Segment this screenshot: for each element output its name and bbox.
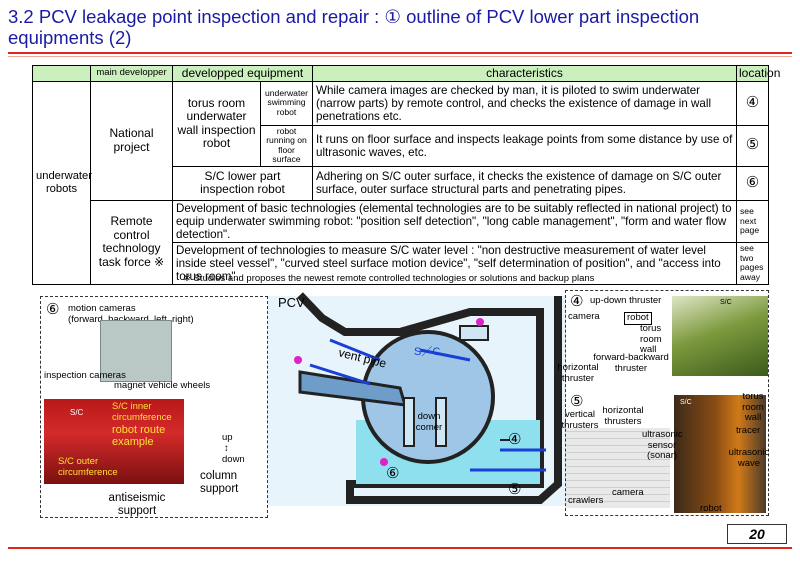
title-divider — [8, 52, 792, 54]
sc-tag-6: S/C — [70, 408, 84, 417]
column-support-label: column support — [200, 470, 239, 495]
blue-arrow-3 — [419, 348, 471, 362]
diagram-loc-6: ⑥ — [386, 465, 400, 482]
antiseismic-label: antiseismic support — [108, 492, 166, 517]
torus-robot-cell: torus room underwater wall inspection ro… — [172, 80, 261, 167]
floor-location: ⑤ — [736, 124, 769, 167]
sc-robot-cell: S/C lower part inspection robot — [172, 165, 313, 201]
vertical-thrusters-label: vertical thrusters — [561, 409, 599, 431]
magenta-marker-3 — [380, 458, 388, 466]
equipment-table: main developper developped equipment cha… — [32, 65, 780, 285]
sc-label: S／C — [414, 346, 441, 358]
swimming-characteristics: While camera images are checked by man, … — [312, 80, 737, 126]
panel4-robot-label: robot — [624, 312, 652, 325]
horizontal-thruster-label: horizontal thruster — [557, 362, 599, 384]
title-divider-thin — [8, 56, 792, 57]
magenta-marker-2 — [476, 318, 484, 326]
panel5-camera-label: camera — [612, 487, 644, 498]
updown-arrow: ↕ — [224, 443, 229, 454]
diagram-loc-5: ⑤ — [508, 481, 522, 498]
panel5-number: ⑤ — [570, 393, 584, 410]
task-force-row-2: Development of technologies to measure S… — [172, 241, 737, 285]
down-label: down — [222, 454, 245, 465]
floor-characteristics: It runs on floor surface and inspects le… — [312, 124, 737, 167]
header-characteristics: characteristics — [312, 65, 737, 82]
blue-arrow-1 — [329, 338, 381, 362]
panel6-number: ⑥ — [46, 301, 60, 318]
inspection-cameras-label: inspection cameras — [44, 370, 126, 381]
inner-circumference-label: S/C inner circumference — [112, 401, 172, 423]
floor-robot-cell: robot running on floor surface — [260, 124, 313, 167]
ultrasonic-wave-label: ultrasonic wave — [728, 447, 770, 469]
task-force-cell: Remote control technology task force ※ — [90, 199, 173, 285]
page-title: 3.2 PCV leakage point inspection and rep… — [8, 6, 788, 48]
downcomer-label: down comer — [415, 411, 443, 433]
panel5-robot-label: robot — [700, 503, 722, 514]
task-force-row-1: Development of basic technologies (eleme… — [172, 199, 737, 243]
category-cell: underwater robots — [32, 80, 92, 285]
downcomer-left — [403, 397, 415, 447]
page-number: 20 — [727, 524, 787, 544]
task-force-row-1-note: see next page — [736, 199, 769, 243]
outer-circumference-label: S/C outer circumference — [58, 456, 118, 478]
up-label: up — [222, 432, 233, 443]
footnote: ※ Studies and proposes the newest remote… — [183, 273, 595, 284]
pcv-wall — [297, 292, 562, 504]
panel4-number: ④ — [570, 293, 584, 310]
crawlers-label: crawlers — [568, 495, 604, 506]
sc-route-photo — [44, 399, 184, 484]
diagram-loc-4: ④ — [508, 431, 522, 448]
fwd-back-thruster-label: forward-backward thruster — [593, 352, 669, 374]
header-equipment: developped equipment — [172, 65, 313, 82]
sc-characteristics: Adhering on S/C outer surface, it checks… — [312, 165, 737, 201]
route-label: robot route example — [112, 424, 166, 448]
motion-cameras-label: motion cameras — [68, 303, 136, 314]
panel4-sc-tag: S/C — [720, 299, 732, 306]
panel4-camera-label: camera — [568, 311, 600, 322]
panel5-torus-wall-label: torus room wall — [742, 391, 764, 423]
updown-thruster-label: up-down thruster — [590, 295, 662, 306]
title-line-2: equipments (2) — [8, 27, 132, 48]
pcv-label: PCV — [278, 295, 305, 310]
bottom-divider — [8, 547, 792, 549]
horizontal-thrusters-label: horizontal thrusters — [602, 405, 644, 427]
panel-torus-robots — [565, 290, 769, 516]
tracer-label: tracer — [736, 425, 761, 436]
magenta-marker-1 — [294, 356, 302, 364]
motion-cameras-dirs: (forward, backward, left, right) — [68, 314, 194, 325]
blue-arrow-2 — [309, 363, 371, 386]
panel4-torus-wall-label: torus room wall — [640, 323, 662, 355]
ultrasonic-sensor-label: ultrasonic sensor (sonar) — [642, 429, 683, 461]
swimming-robot-photo — [672, 296, 768, 376]
sc-location: ⑥ — [736, 165, 769, 201]
magnet-wheels-label: magnet vehicle wheels — [114, 380, 211, 391]
task-force-row-2-note: see two pages away — [736, 241, 769, 285]
floor-robot-wall-photo — [674, 395, 766, 513]
pipe-top — [459, 325, 489, 341]
floor-robot-photo — [566, 428, 670, 508]
panel5-sc-tag: S/C — [680, 399, 692, 406]
downcomer-right — [435, 397, 447, 447]
title-line-1: 3.2 PCV leakage point inspection and rep… — [8, 6, 700, 27]
sc-robot-photo — [100, 320, 172, 382]
